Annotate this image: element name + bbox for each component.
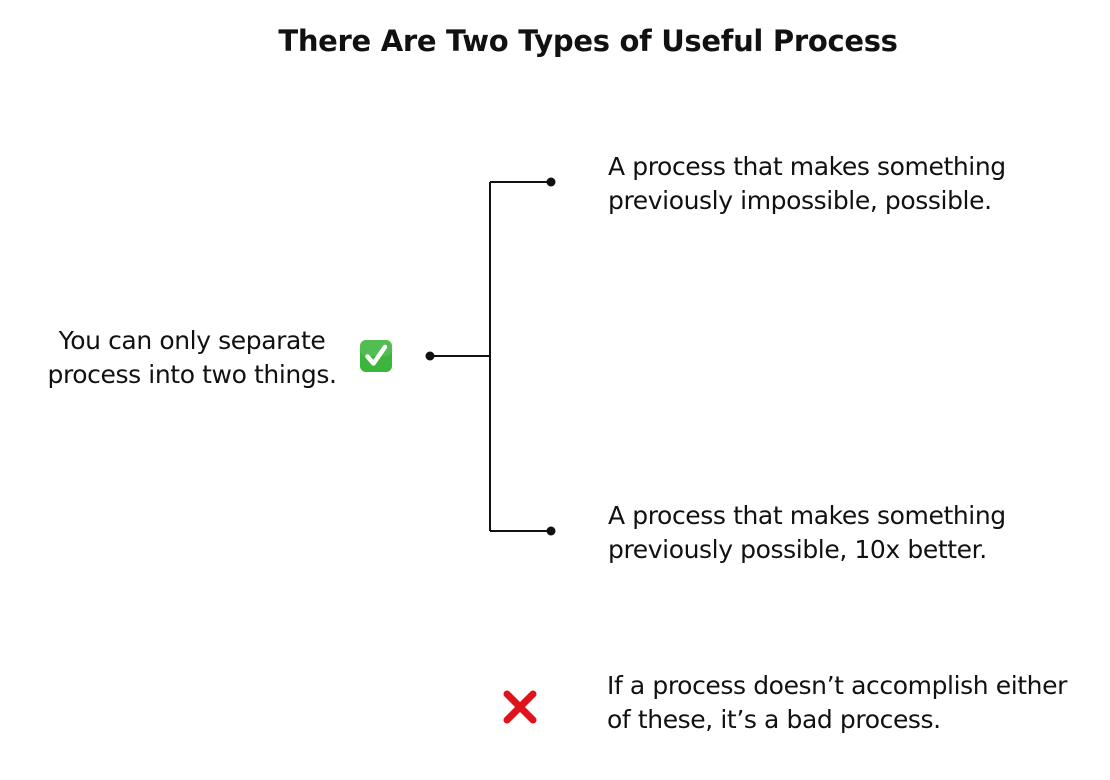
branch-top-line-2: previously impossible, possible. bbox=[608, 186, 992, 215]
check-mark-button-icon bbox=[360, 340, 392, 372]
branch-bottom-line-1: A process that makes something bbox=[608, 501, 1006, 530]
branch-bottom-line-2: previously possible, 10x better. bbox=[608, 535, 987, 564]
branch-top-line-1: A process that makes something bbox=[608, 152, 1006, 181]
root-node-dot bbox=[425, 351, 435, 361]
bad-process-note-line-1: If a process doesn’t accomplish either bbox=[607, 671, 1067, 700]
cross-mark-icon bbox=[503, 690, 537, 724]
root-node-line-1: You can only separate bbox=[58, 326, 326, 355]
root-node-text: You can only separate process into two t… bbox=[22, 324, 362, 392]
bad-process-note-text: If a process doesn’t accomplish either o… bbox=[607, 669, 1067, 737]
bottom-branch-dot bbox=[546, 526, 556, 536]
diagram-title: There Are Two Types of Useful Process bbox=[278, 24, 898, 58]
branch-top-text: A process that makes something previousl… bbox=[608, 150, 1006, 218]
root-node-line-2: process into two things. bbox=[47, 360, 337, 389]
bad-process-note-line-2: of these, it’s a bad process. bbox=[607, 705, 941, 734]
tree-connectors bbox=[430, 181, 551, 532]
top-branch-dot bbox=[546, 177, 556, 187]
branch-bottom-text: A process that makes something previousl… bbox=[608, 499, 1006, 567]
